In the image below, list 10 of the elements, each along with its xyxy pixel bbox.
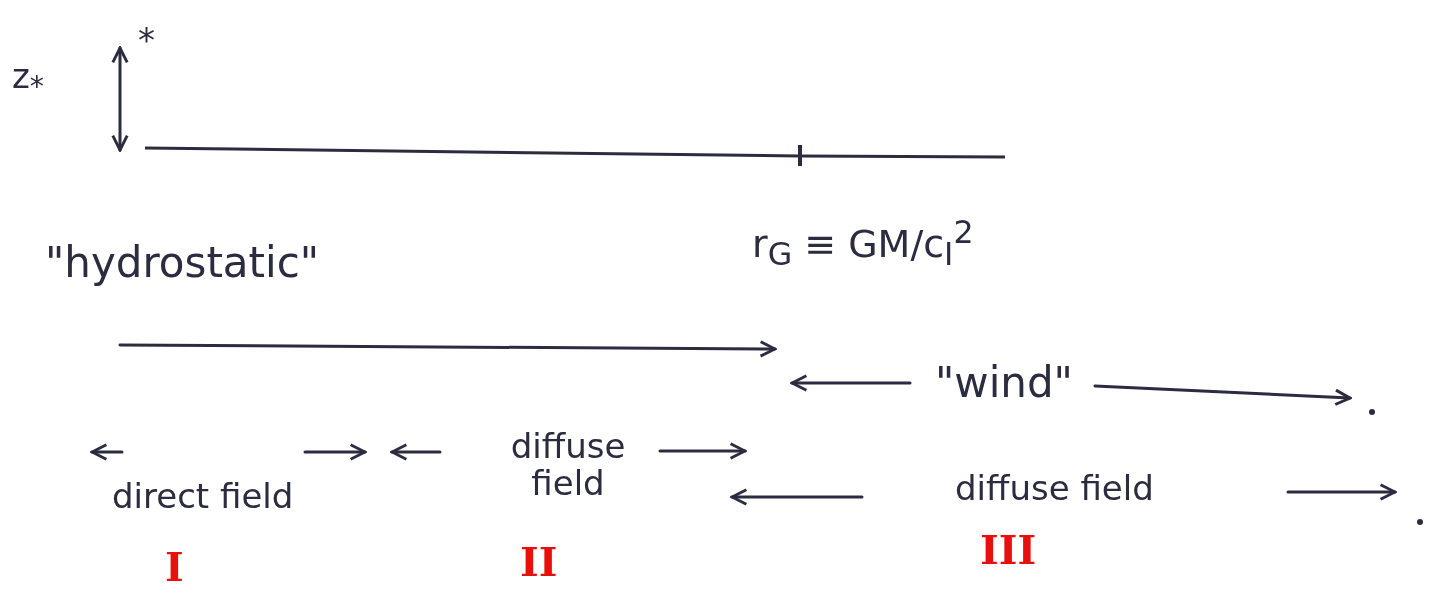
field-label: direct field xyxy=(112,478,294,516)
region-numeral: II xyxy=(520,540,558,584)
asterisk-mark: * xyxy=(138,22,155,60)
field-label: diffuse field xyxy=(509,428,627,503)
region-numeral: III xyxy=(980,528,1037,572)
field-label: diffuse field xyxy=(955,470,1154,508)
variable-label: z$_{*}$ xyxy=(12,58,45,102)
region-numeral: I xyxy=(165,545,184,589)
region-label: "wind" xyxy=(935,360,1073,407)
region-label: "hydrostatic" xyxy=(45,240,320,287)
